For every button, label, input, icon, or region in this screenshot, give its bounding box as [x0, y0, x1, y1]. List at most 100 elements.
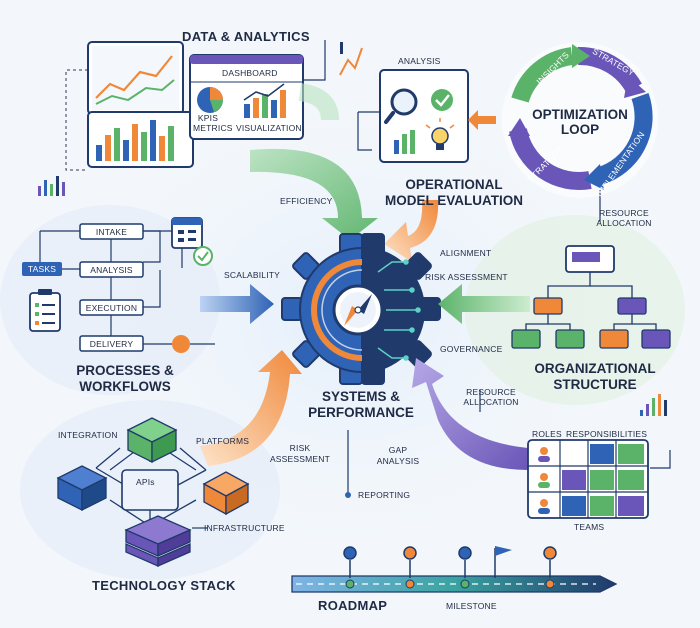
tasks-badge — [22, 262, 62, 276]
person-icon — [538, 447, 550, 514]
central-gear — [281, 233, 441, 385]
loop-arrowhead — [624, 76, 646, 98]
optimization-title-1: OPTIMIZATION — [532, 107, 628, 122]
magnifier-icon — [390, 88, 418, 116]
analysis-card-group — [357, 69, 496, 163]
roadmap-milestone-stems — [349, 548, 551, 578]
circuit-traces — [377, 259, 421, 361]
systems-title-2: PERFORMANCE — [308, 405, 414, 420]
optimization-loop — [502, 42, 658, 222]
bar-chart-bars — [96, 120, 174, 161]
workflow-execution-label: EXECUTION — [85, 303, 138, 313]
blue-arrow-to-center — [200, 284, 274, 324]
org-title-1: ORGANIZATIONAL — [534, 361, 656, 376]
tech-stack — [56, 417, 250, 567]
org-background — [465, 215, 685, 405]
purple-arrow-to-center — [412, 358, 528, 470]
tech-platforms-label: PLATFORMS — [196, 436, 250, 446]
apis-box — [121, 469, 179, 511]
annotation-risk-assessment-right: RISK ASSESSMENT — [425, 272, 508, 282]
roadmap — [291, 546, 618, 593]
processes-title-2: WORKFLOWS — [79, 379, 171, 394]
optimization-title-2: LOOP — [560, 122, 600, 137]
org-chart — [511, 245, 671, 349]
responsibilities-label: RESPONSIBILITIES — [566, 429, 648, 439]
annotation-scalability: SCALABILITY — [224, 270, 281, 280]
delivery-node — [172, 335, 190, 353]
check-icon — [431, 89, 453, 111]
connector-line — [303, 40, 326, 81]
workflow-group — [22, 217, 215, 353]
analysis-bars — [394, 130, 415, 154]
operational-eval-title-1: OPERATIONAL — [405, 177, 503, 192]
dashboard-visualization-label: VISUALIZATION — [236, 123, 302, 133]
deco-bars-right — [640, 394, 667, 416]
green-arrow-to-center — [250, 148, 378, 240]
tasks-badge-label: TASKS — [27, 264, 57, 274]
pie-chart-icon — [197, 87, 223, 113]
gap-analysis-1: GAP — [388, 445, 408, 455]
workflow-analysis-label: ANALYSIS — [90, 265, 133, 275]
green-swirl — [298, 83, 339, 121]
calendar-icon — [171, 217, 203, 249]
reporting-dot — [345, 492, 351, 498]
tech-integration-label: INTEGRATION — [58, 430, 118, 440]
operational-eval-title-2: MODEL EVALUATION — [385, 193, 523, 208]
loop-arrowhead — [584, 164, 604, 190]
resource-allocation-mid-1: RESOURCE — [466, 387, 516, 397]
flag-icon — [495, 546, 512, 556]
data-analytics-title: DATA & ANALYTICS — [182, 29, 310, 44]
dashboard-titlebar — [190, 55, 303, 64]
annotation-governance: GOVERNANCE — [440, 344, 503, 354]
line-chart-series-orange — [95, 55, 173, 99]
annotation-reporting: REPORTING — [358, 490, 411, 500]
loop-segment-strategy-2 — [509, 128, 592, 190]
tech-infrastructure-label: INFRASTRUCTURE — [204, 523, 285, 533]
roles-label: ROLES — [532, 429, 562, 439]
orange-arrow-to-center — [384, 200, 439, 262]
check-badge-icon — [193, 246, 213, 266]
roadmap-node — [458, 546, 472, 560]
systems-title-1: SYSTEMS & — [321, 389, 400, 404]
org-title-2: STRUCTURE — [553, 377, 637, 392]
risk-assessment-left-2: ASSESSMENT — [269, 454, 331, 464]
clipboard-icon — [29, 289, 61, 332]
orange-arrow-to-loop — [468, 110, 496, 130]
loop-segment-implementation — [596, 92, 653, 185]
milestone-label: MILESTONE — [446, 601, 497, 611]
dashboard-kpis-label: KPIS — [197, 113, 219, 123]
teams-label: TEAMS — [574, 522, 605, 532]
resource-allocation-top-1: RESOURCE — [599, 208, 649, 218]
bar-chart-card — [87, 111, 194, 168]
roles-table — [479, 390, 671, 519]
connector-line — [357, 112, 372, 151]
loop-arrowhead — [508, 118, 530, 136]
roadmap-node — [543, 546, 557, 560]
resource-allocation-mid-2: ALLOCATION — [463, 397, 519, 407]
resource-allocation-top-2: ALLOCATION — [596, 218, 652, 228]
analysis-card-title: ANALYSIS — [398, 56, 441, 66]
line-chart-series-green — [95, 79, 175, 105]
trend-line-orange — [339, 47, 363, 76]
tech-apis-label: APIs — [136, 477, 155, 487]
lightbulb-icon — [425, 118, 455, 150]
workflow-delivery-label: DELIVERY — [89, 339, 134, 349]
workflow-intake-label: INTAKE — [95, 227, 128, 237]
roadmap-node — [403, 546, 417, 560]
annotation-alignment: ALIGNMENT — [440, 248, 492, 258]
compass-icon — [332, 284, 384, 336]
roadmap-node — [343, 546, 357, 560]
roadmap-title: ROADMAP — [318, 598, 388, 613]
gap-analysis-2: ANALYSIS — [376, 456, 420, 466]
annotation-efficiency: EFFICIENCY — [280, 196, 333, 206]
deco-bars-left — [38, 176, 65, 196]
deco-bars-top — [340, 42, 343, 54]
processes-title-1: PROCESSES & — [76, 363, 174, 378]
dashboard-metrics-label: METRICS — [193, 123, 233, 133]
dashed-connector — [65, 69, 88, 171]
data-analytics-group — [38, 40, 363, 196]
orange-arrow-from-tech — [200, 350, 302, 466]
loop-segment-insights — [511, 47, 574, 103]
tech-stack-title: TECHNOLOGY STACK — [92, 578, 236, 593]
